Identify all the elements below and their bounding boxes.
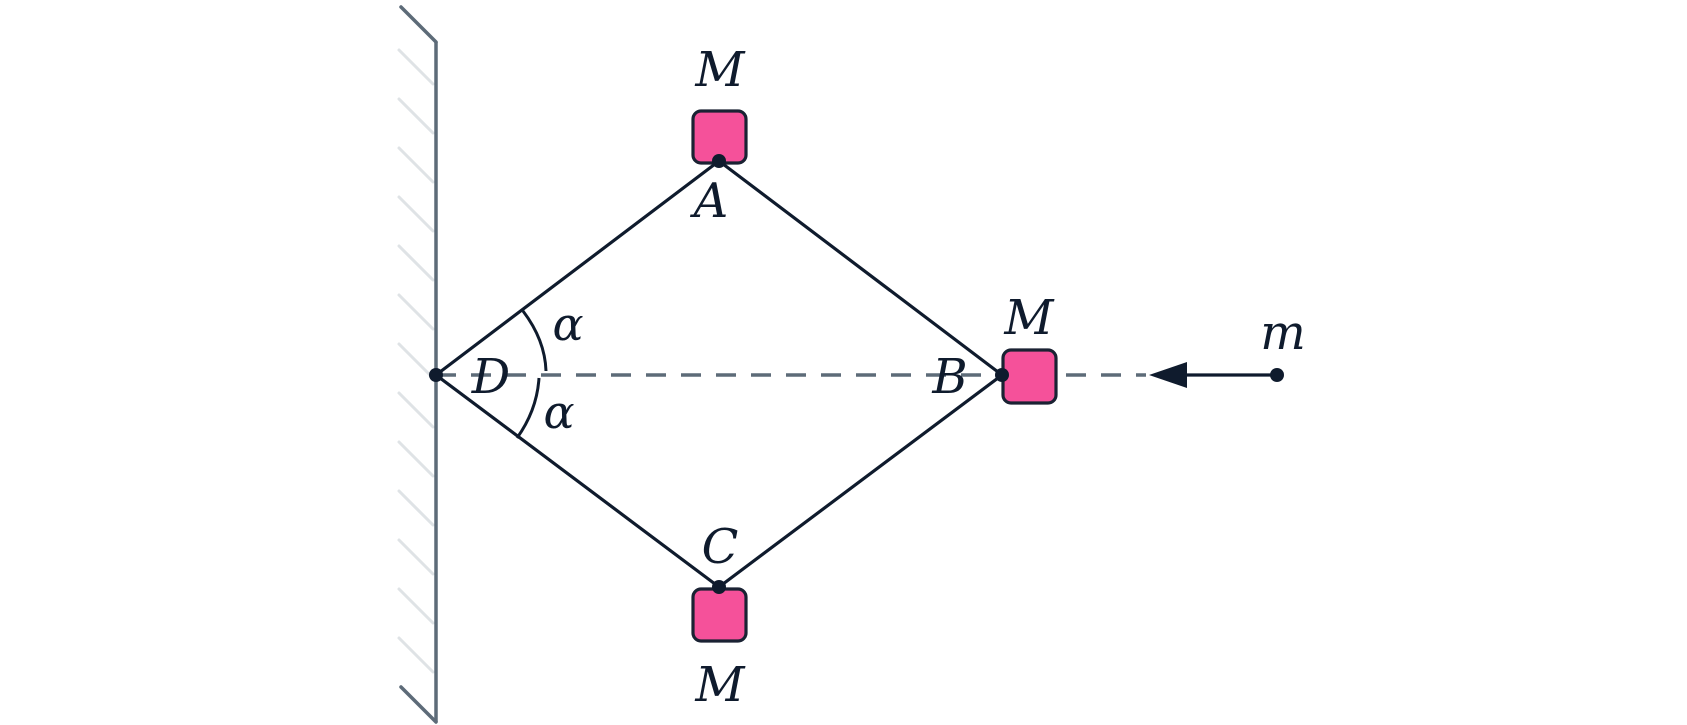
projectile-point [1270,368,1284,382]
wall-top-cap [399,5,438,44]
wall-hatch-mark [397,538,435,576]
label-angle-lower: α [543,385,574,439]
mass-bottom-block [691,587,748,643]
label-point-d: D [471,349,510,405]
label-angle-upper: α [552,297,583,351]
wall-hatch-mark [397,293,435,331]
rod-cd [434,373,721,589]
label-point-a: A [690,173,729,229]
rod-ab [717,159,1004,377]
label-mass-top: M [694,42,746,98]
pivot-c [712,580,726,594]
pivot-points [429,154,1009,594]
wall-hatch-mark [397,391,435,429]
angle-arc-lower [515,377,541,439]
wall-hatch-mark [397,146,435,184]
wall-hatch-mark [397,244,435,282]
pivot-b [995,368,1009,382]
rod-bc [717,373,1004,589]
label-point-c: C [702,519,739,575]
wall-hatch-mark [397,440,435,478]
rod-da [434,159,721,377]
rhombus-rods [434,159,1004,589]
pivot-d [429,368,443,382]
wall-hatch-mark [397,97,435,135]
wall-hatch-mark [397,636,435,674]
velocity-arrowhead-icon [1149,362,1187,388]
pivot-a [712,154,726,168]
label-mass-right: M [1003,290,1055,346]
wall-hatch-mark [397,587,435,625]
label-point-b: B [931,349,967,405]
mass-right-block [1001,348,1058,405]
projectile [1149,362,1284,388]
angle-arc-upper [521,310,548,372]
wall-hatch-mark [397,489,435,527]
wall-hatch-mark [397,195,435,233]
wall-bottom-cap [399,685,438,724]
wall-hatch-mark [397,48,435,86]
label-projectile-mass: m [1260,305,1306,361]
wall-hatching [397,48,435,674]
label-mass-bottom: M [694,657,746,713]
wall-hatch-mark [397,342,435,380]
